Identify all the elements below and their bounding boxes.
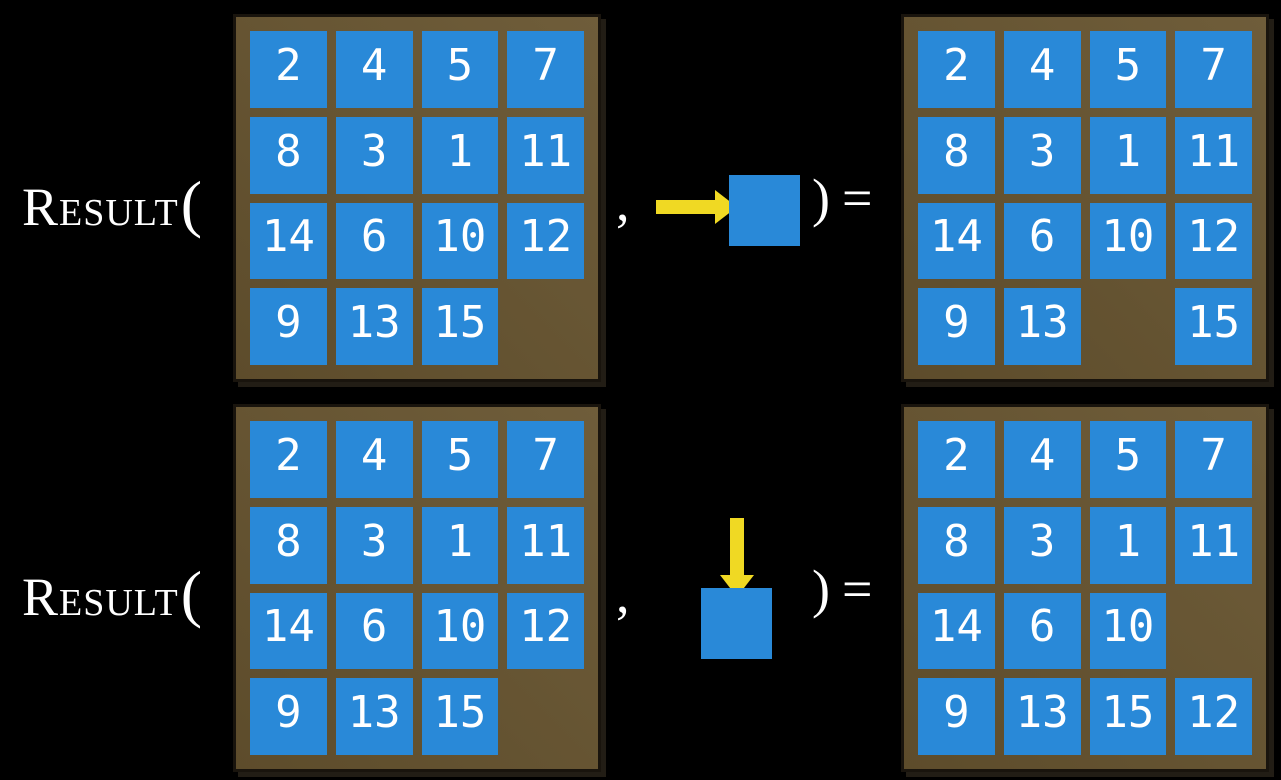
tile-8: 8 (250, 506, 327, 584)
comma-separator: , (616, 172, 630, 232)
equals-sign: = (841, 559, 873, 619)
tile-1: 1 (1089, 116, 1167, 194)
empty-slot (507, 288, 584, 365)
open-paren: ( (180, 558, 203, 629)
tile-15: 15 (421, 288, 499, 365)
tile-2: 2 (250, 31, 327, 108)
tile-14: 14 (250, 202, 327, 280)
tile-8: 8 (918, 116, 995, 194)
tile-2: 2 (250, 421, 327, 498)
tile-15: 15 (1089, 678, 1167, 755)
tile-14: 14 (918, 202, 995, 280)
tile-14: 14 (918, 592, 995, 670)
tile-3: 3 (335, 506, 413, 584)
result-function-name: Result (22, 567, 179, 627)
tile-1: 1 (1089, 506, 1167, 584)
tile-4: 4 (1003, 31, 1081, 108)
tile-5: 5 (421, 421, 499, 498)
tile-8: 8 (250, 116, 327, 194)
tile-2: 2 (918, 421, 995, 498)
tile-1: 1 (421, 506, 499, 584)
tile-12: 12 (1175, 202, 1252, 280)
comma-separator: , (616, 564, 630, 624)
equals-sign: = (841, 168, 873, 228)
result-function-name: Result (22, 177, 179, 237)
tile-4: 4 (335, 31, 413, 108)
tile-10: 10 (1089, 202, 1167, 280)
moved-tile-square (729, 175, 800, 246)
tile-11: 11 (507, 116, 584, 194)
tile-9: 9 (250, 288, 327, 365)
empty-slot (507, 678, 584, 755)
tile-7: 7 (507, 31, 584, 108)
tile-9: 9 (918, 678, 995, 755)
tile-7: 7 (1175, 31, 1252, 108)
moved-tile-square (701, 588, 772, 659)
close-paren-equals: )= (812, 556, 872, 618)
tile-5: 5 (1089, 31, 1167, 108)
tile-14: 14 (250, 592, 327, 670)
tile-13: 13 (335, 678, 413, 755)
tile-13: 13 (335, 288, 413, 365)
tile-6: 6 (335, 202, 413, 280)
tile-13: 13 (1003, 288, 1081, 365)
tile-10: 10 (421, 592, 499, 670)
close-paren: ) (812, 559, 830, 619)
tile-6: 6 (335, 592, 413, 670)
tile-2: 2 (918, 31, 995, 108)
tile-6: 6 (1003, 592, 1081, 670)
tile-12: 12 (507, 592, 584, 670)
empty-slot (1175, 593, 1252, 670)
tile-15: 15 (1175, 288, 1252, 365)
close-paren: ) (812, 168, 830, 228)
tile-12: 12 (507, 202, 584, 280)
tile-3: 3 (1003, 506, 1081, 584)
tile-3: 3 (335, 116, 413, 194)
tile-5: 5 (1089, 421, 1167, 498)
tile-9: 9 (918, 288, 995, 365)
tile-11: 11 (1175, 506, 1252, 584)
open-paren: ( (180, 168, 203, 239)
tile-8: 8 (918, 506, 995, 584)
down-arrow-shaft (730, 518, 744, 577)
tile-9: 9 (250, 678, 327, 755)
tile-11: 11 (507, 506, 584, 584)
tile-10: 10 (421, 202, 499, 280)
move-right-icon (656, 175, 801, 246)
tile-7: 7 (507, 421, 584, 498)
tile-6: 6 (1003, 202, 1081, 280)
tile-11: 11 (1175, 116, 1252, 194)
result-function-label: Result( (22, 172, 202, 236)
tile-15: 15 (421, 678, 499, 755)
empty-slot (1090, 288, 1167, 365)
right-arrow-shaft (656, 200, 717, 214)
tile-12: 12 (1175, 678, 1252, 755)
result-function-label: Result( (22, 562, 202, 626)
tile-7: 7 (1175, 421, 1252, 498)
tile-10: 10 (1089, 592, 1167, 670)
close-paren-equals: )= (812, 165, 872, 227)
move-down-icon (701, 518, 772, 659)
tile-1: 1 (421, 116, 499, 194)
tile-5: 5 (421, 31, 499, 108)
tile-4: 4 (1003, 421, 1081, 498)
tile-3: 3 (1003, 116, 1081, 194)
tile-13: 13 (1003, 678, 1081, 755)
tile-4: 4 (335, 421, 413, 498)
